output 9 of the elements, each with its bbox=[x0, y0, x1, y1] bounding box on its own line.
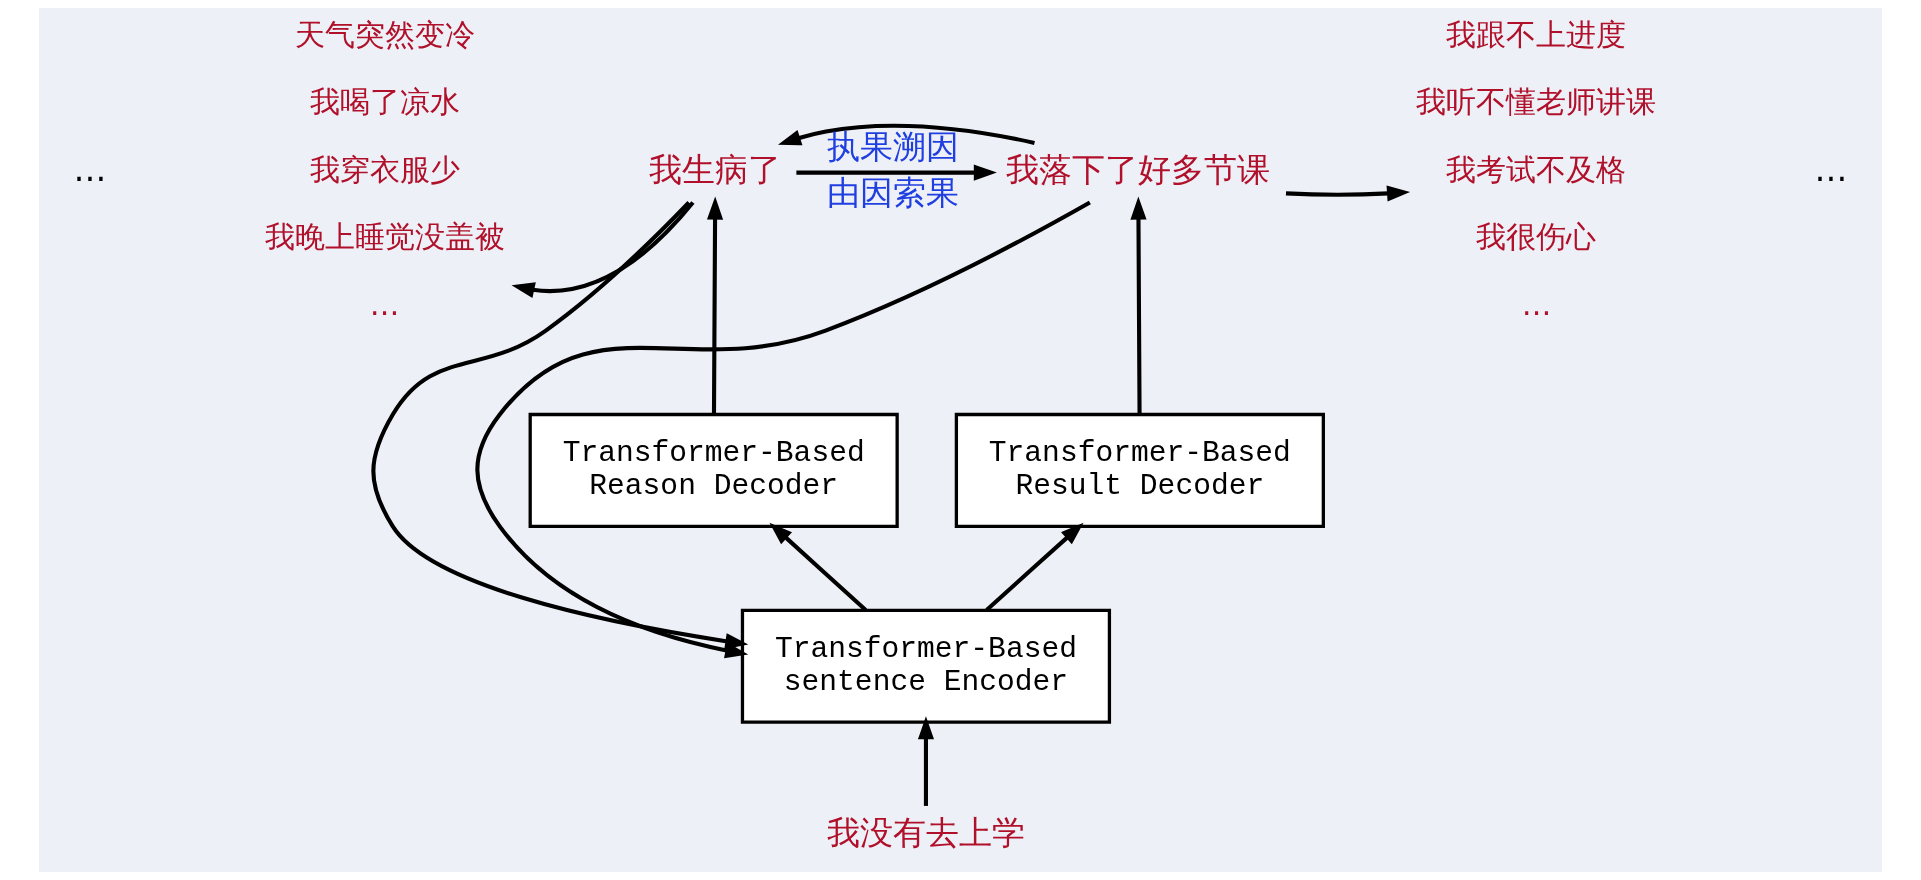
edge-label: 由因索果 bbox=[827, 172, 960, 212]
edge-label: 执果溯因 bbox=[827, 126, 960, 166]
node-text: 我跟不上进度 我听不懂老师讲课 我考试不及格 我很伤心 … bbox=[1416, 17, 1657, 322]
node-text: 我没有去上学 bbox=[826, 812, 1025, 852]
label: … bbox=[1814, 149, 1848, 189]
label: … bbox=[73, 149, 107, 189]
node-text: 我落下了好多节课 bbox=[1006, 149, 1271, 189]
node-text: 我生病了 bbox=[649, 149, 782, 189]
node-text: 天气突然变冷 我喝了凉水 我穿衣服少 我晚上睡觉没盖被 … bbox=[264, 17, 505, 322]
